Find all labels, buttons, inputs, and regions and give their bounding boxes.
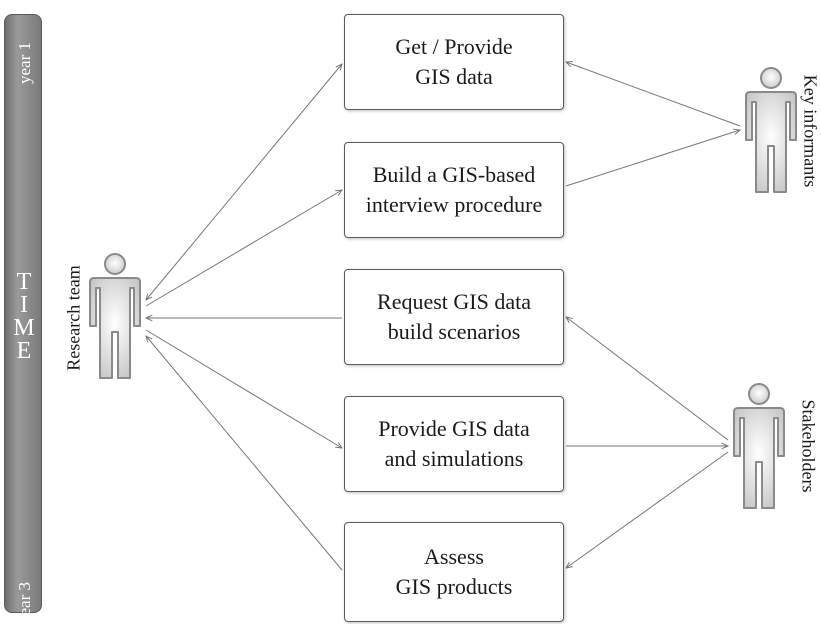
activity-line: and simulations — [384, 446, 524, 471]
activity-line: GIS products — [395, 574, 513, 599]
arrow-research-provide — [145, 329, 342, 448]
stakeholders-label: Stakeholders — [798, 399, 819, 493]
research-team-label: Research team — [63, 265, 84, 371]
activity-assess-products-box: Assess GIS products — [344, 522, 564, 622]
arrow-research-build — [145, 190, 342, 307]
key-informants-label: Key informants — [800, 74, 821, 188]
activity-get-provide-box: Get / Provide GIS data — [344, 14, 564, 110]
arrow-build-key — [565, 130, 740, 187]
activity-provide-simulations-box: Provide GIS data and simulations — [344, 396, 564, 492]
timeline-title: T I M E — [5, 269, 43, 364]
activity-build-procedure-box: Build a GIS-based interview procedure — [344, 142, 564, 238]
timeline-bar: year 1 T I M E year 3 — [4, 14, 43, 624]
activity-line: Provide GIS data — [378, 416, 530, 441]
arrow-research-get-provide — [146, 64, 342, 300]
activity-line: interview procedure — [365, 192, 543, 217]
timeline-letter: I — [20, 292, 28, 318]
research-team-person-icon — [89, 253, 141, 379]
key-informants-person-icon — [745, 67, 797, 193]
timeline-letter: E — [16, 338, 32, 364]
activity-line: Build a GIS-based — [372, 162, 536, 187]
arrow-assess-research — [146, 336, 343, 571]
timeline-letter: M — [13, 315, 35, 341]
arrow-stake-assess — [566, 451, 729, 568]
activity-line: Assess — [424, 544, 484, 569]
activity-line: Get / Provide — [395, 34, 513, 59]
arrow-key-get-provide — [566, 62, 741, 127]
timeline-letter: T — [16, 269, 32, 295]
arrow-stake-request — [566, 317, 729, 441]
activity-line: GIS data — [415, 64, 493, 89]
activity-line: Request GIS data — [377, 289, 531, 314]
activity-request-data-box: Request GIS data build scenarios — [344, 269, 564, 365]
activity-line: build scenarios — [387, 319, 521, 344]
stakeholders-person-icon — [733, 383, 785, 509]
